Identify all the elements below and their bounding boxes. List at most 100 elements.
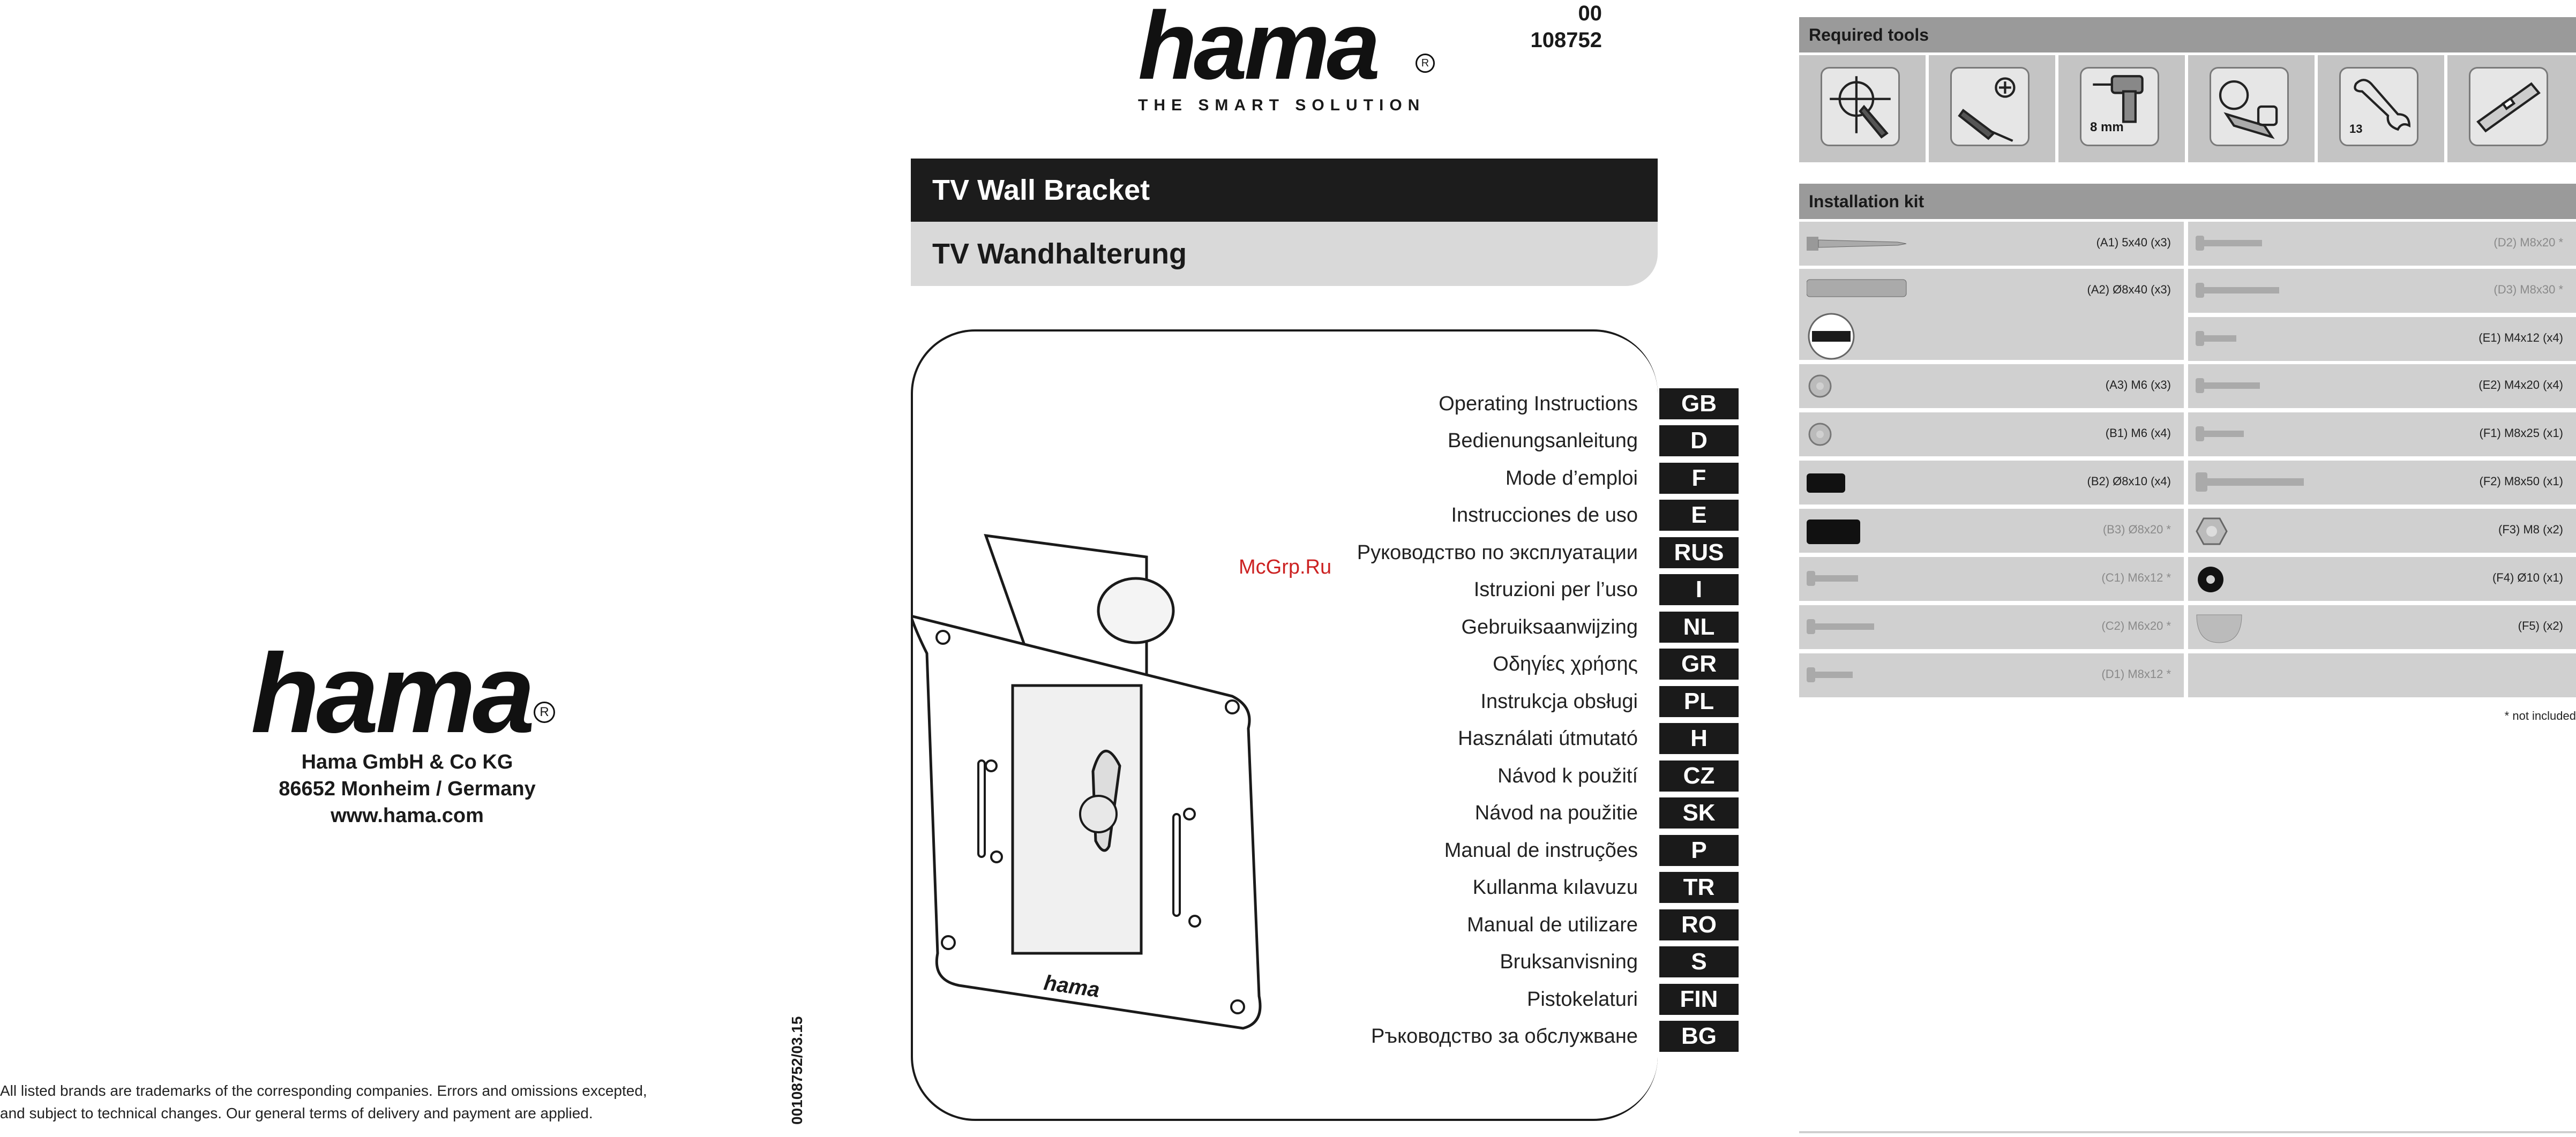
language-code: TR	[1659, 872, 1739, 903]
language-code: GB	[1659, 388, 1739, 419]
kit-label: (F5) (x2)	[2518, 619, 2563, 632]
tool-cell	[1799, 55, 1926, 162]
tool-box: 8 mm	[2080, 67, 2159, 146]
required-tools-heading: Required tools	[1799, 17, 2576, 52]
document-code: 00 108752	[1522, 0, 1602, 54]
fischer-logo-icon	[1808, 313, 1855, 360]
language-code: BG	[1659, 1021, 1739, 1052]
language-row[interactable]: Használati útmutató H	[857, 723, 1739, 754]
document-title: TV Wall Bracket	[932, 174, 1150, 206]
bolt-icon	[2196, 331, 2236, 346]
wrench-size-label: 13	[2349, 122, 2363, 135]
language-label: Ръководство за обслужване	[1371, 1025, 1638, 1048]
kit-item: (E1) M4x12 (x4)	[2188, 317, 2576, 361]
kit-label: (F2) M8x50 (x1)	[2479, 475, 2563, 488]
language-label: Οδηγίες χρήσης	[1493, 652, 1638, 675]
language-code: NL	[1659, 612, 1739, 643]
disclaimer-line-1: All listed brands are trademarks of the …	[0, 1082, 647, 1099]
washer-icon	[1808, 423, 1832, 446]
kit-label: (F1) M8x25 (x1)	[2479, 426, 2563, 440]
hama-top-logo: hama	[1138, 0, 1380, 100]
language-label: Istruzioni per l’uso	[1473, 578, 1638, 601]
language-row[interactable]: Gebruiksaanwijzing NL	[857, 612, 1739, 643]
bolt-icon	[2196, 236, 2262, 251]
language-label: Mode d’emploi	[1505, 466, 1638, 490]
kit-item: (E2) M4x20 (x4)	[2188, 364, 2576, 408]
language-code: D	[1659, 425, 1739, 456]
middle-panel: hama R THE SMART SOLUTION 00 108752 TV W…	[911, 0, 1747, 1137]
kit-item-empty	[2188, 653, 2576, 697]
bolt-icon	[2196, 378, 2260, 393]
tool-box	[1821, 67, 1900, 146]
article-number-vertical: 00108752/03.15	[789, 1016, 805, 1125]
language-label: Gebruiksaanwijzing	[1461, 615, 1638, 638]
spacer-icon	[1807, 519, 1860, 544]
kit-item: (D2) M8x20 *	[2188, 222, 2576, 266]
kit-item: (B1) M6 (x4)	[1799, 412, 2184, 456]
wrench-icon	[2354, 79, 2410, 131]
kit-label: (B1) M6 (x4)	[2105, 426, 2171, 440]
kit-label: (D1) M8x12 *	[2101, 667, 2171, 681]
kit-item: (B2) Ø8x10 (x4)	[1799, 461, 2184, 505]
kit-label: (A3) M6 (x3)	[2105, 378, 2171, 391]
illustration-frame	[911, 329, 1658, 1121]
wall-bracket-illustration	[911, 533, 1262, 1030]
bolt-icon	[2196, 426, 2244, 441]
language-label: Operating Instructions	[1439, 392, 1638, 415]
language-row[interactable]: Οδηγίες χρήσης GR	[857, 649, 1739, 680]
language-code: PL	[1659, 686, 1739, 717]
tagline: THE SMART SOLUTION	[1138, 96, 1426, 114]
language-label: Használati útmutató	[1458, 727, 1638, 750]
language-label: Manual de instruções	[1444, 839, 1638, 862]
language-label: Bruksanvisning	[1500, 950, 1638, 973]
language-code: CZ	[1659, 760, 1739, 792]
spirit-level-icon	[2476, 82, 2541, 133]
language-label: Руководство по эксплуатации	[1357, 541, 1638, 564]
watermark: McGrp.Ru	[1239, 556, 1332, 578]
kit-item: (F2) M8x50 (x1)	[2188, 461, 2576, 505]
company-address: 86652 Monheim / Germany	[279, 778, 536, 800]
language-code: GR	[1659, 649, 1739, 680]
tool-box	[1950, 67, 2030, 146]
right-panel: Required tools 8 mm	[1799, 0, 2576, 1137]
language-row[interactable]: Руководство по эксплуатации RUS	[857, 537, 1739, 568]
kit-item: (F3) M8 (x2)	[2188, 509, 2576, 553]
kit-label: (E2) M4x20 (x4)	[2478, 378, 2563, 391]
tool-cell: 8 mm	[2058, 55, 2185, 162]
tool-box	[2469, 67, 2548, 146]
language-code: RUS	[1659, 537, 1739, 568]
language-code: S	[1659, 946, 1739, 977]
language-label: Návod na použitie	[1474, 801, 1638, 824]
title-bar: TV Wall Bracket	[911, 159, 1658, 222]
kit-label: (E1) M4x12 (x4)	[2478, 331, 2563, 344]
language-row[interactable]: Operating Instructions GB	[857, 388, 1739, 419]
bolt-icon	[1807, 619, 1874, 634]
screw-icon	[1807, 237, 1907, 251]
language-code: H	[1659, 723, 1739, 754]
kit-item: (F5) (x2)	[2188, 605, 2576, 649]
pencil-mark-icon	[1830, 76, 1891, 139]
bolt-icon	[1807, 667, 1853, 682]
subtitle-bar: TV Wandhalterung	[911, 222, 1658, 286]
language-row[interactable]: Ръководство за обслужване BG	[857, 1021, 1739, 1052]
language-label: Manual de utilizare	[1467, 913, 1638, 936]
tool-box	[2210, 67, 2289, 146]
language-code: FIN	[1659, 984, 1739, 1015]
drill-icon	[2093, 75, 2144, 123]
spacer-icon	[1807, 473, 1845, 493]
kit-item: (F4) Ø10 (x1)	[2188, 557, 2576, 601]
language-row[interactable]: Bruksanvisning S	[857, 946, 1739, 977]
document-subtitle: TV Wandhalterung	[932, 238, 1187, 270]
tool-cell: 13	[2318, 55, 2444, 162]
